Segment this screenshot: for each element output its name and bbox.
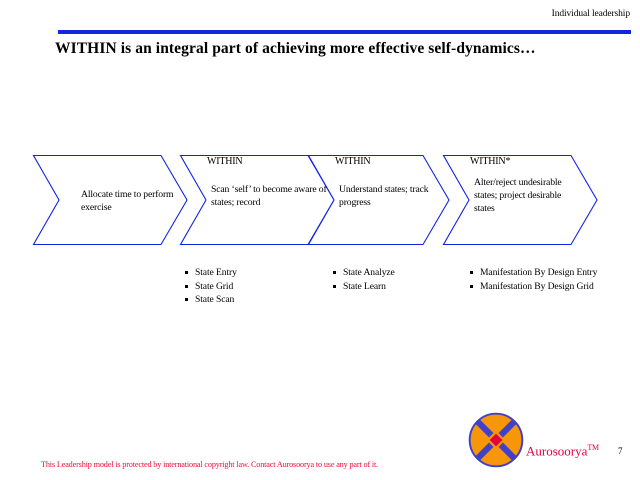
- square-bullet-icon: [470, 284, 473, 288]
- list-item: State Scan: [185, 293, 237, 307]
- process-stage-3-body: Understand states; track progress: [339, 184, 429, 209]
- chevron-shape-icon: [307, 154, 450, 246]
- process-stage-3[interactable]: WITHIN Understand states; track progress: [307, 154, 450, 246]
- process-stage-1-body: Allocate time to perform exercise: [81, 189, 174, 214]
- process-chevron-band: Allocate time to perform exercise WITHIN…: [0, 154, 640, 250]
- chevron-shape-icon: [442, 154, 598, 246]
- process-stage-3-heading: WITHIN: [335, 156, 371, 167]
- square-bullet-icon: [333, 271, 336, 274]
- square-bullet-icon: [185, 298, 188, 301]
- list-item: State Entry: [185, 266, 237, 280]
- process-stage-3-bullet-list: State Analyze State Learn: [333, 266, 395, 293]
- page-title: WITHIN is an integral part of achieving …: [55, 40, 536, 57]
- process-stage-2-heading: WITHIN: [207, 156, 243, 167]
- list-item-label: State Scan: [195, 294, 235, 305]
- header-divider-rule: [58, 30, 631, 34]
- list-item: State Learn: [333, 280, 395, 294]
- list-item-label: Manifestation By Design Grid: [480, 280, 594, 292]
- process-stage-4-heading: WITHIN*: [470, 156, 511, 167]
- list-item: Manifestation By Design Grid: [470, 280, 597, 294]
- list-item-label: State Learn: [343, 280, 386, 292]
- brand-name: AurosooryaTM: [526, 443, 599, 459]
- list-item: State Grid: [185, 280, 237, 294]
- list-item: Manifestation By Design Entry: [470, 266, 597, 280]
- process-stage-4[interactable]: WITHIN* Alter/reject undesirable states;…: [442, 154, 598, 246]
- copyright-notice: This Leadership model is protected by in…: [41, 460, 379, 469]
- process-stage-4-body: Alter/reject undesirable states; project…: [474, 177, 562, 215]
- list-item-label: Manifestation By Design Entry: [480, 267, 598, 278]
- header-label: Individual leadership: [551, 9, 630, 19]
- chevron-shape-icon: [32, 154, 188, 246]
- process-stage-2-bullet-list: State Entry State Grid State Scan: [185, 266, 237, 307]
- process-stage-2[interactable]: WITHIN Scan ‘self’ to become aware of st…: [179, 154, 335, 246]
- square-bullet-icon: [470, 271, 473, 274]
- list-item-label: State Analyze: [343, 267, 395, 278]
- list-item: State Analyze: [333, 266, 395, 280]
- aurosoorya-logo-icon: [468, 412, 524, 468]
- trademark-mark: TM: [587, 443, 599, 452]
- brand-name-text: Aurosoorya: [526, 443, 588, 459]
- square-bullet-icon: [333, 284, 336, 288]
- list-item-label: State Entry: [195, 267, 237, 278]
- page-number: 7: [618, 446, 623, 456]
- square-bullet-icon: [185, 284, 188, 288]
- brand-block: AurosooryaTM 7: [468, 412, 638, 474]
- square-bullet-icon: [185, 271, 188, 274]
- list-item-label: State Grid: [195, 280, 234, 292]
- process-stage-1[interactable]: Allocate time to perform exercise: [32, 154, 188, 246]
- process-stage-4-bullet-list: Manifestation By Design Entry Manifestat…: [470, 266, 597, 293]
- process-stage-2-body: Scan ‘self’ to become aware of states; r…: [211, 184, 327, 209]
